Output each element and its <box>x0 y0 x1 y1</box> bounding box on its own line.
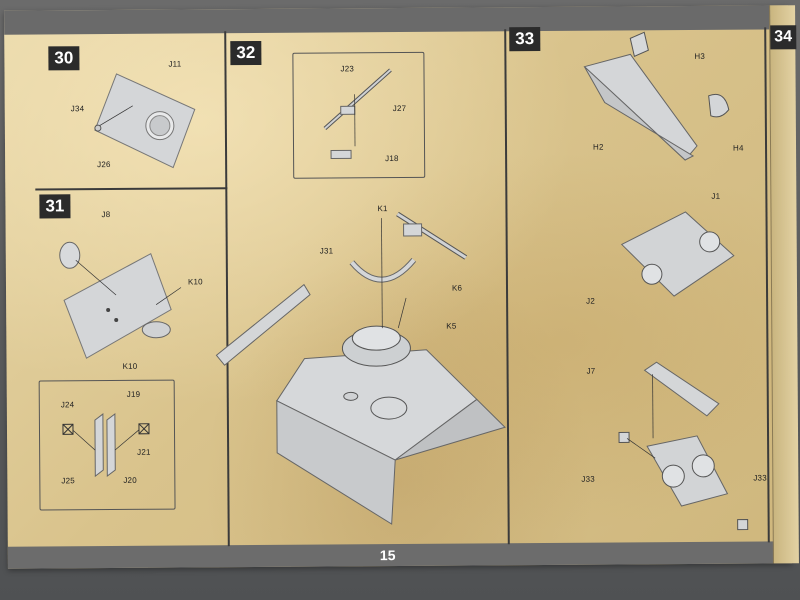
step-32-turret-drawing <box>215 211 506 525</box>
page-number: 15 <box>379 547 396 564</box>
label-j1: J1 <box>711 191 721 201</box>
step-32-inset-drawing <box>323 68 392 159</box>
instruction-sheet: 30 31 32 33 34 J11 J34 J26 J8 K10 K10 <box>4 5 799 569</box>
label-j33-left: J33 <box>581 474 595 484</box>
label-h3: H3 <box>694 51 706 61</box>
label-j2: J2 <box>586 296 595 306</box>
label-h2: H2 <box>592 142 604 152</box>
step-30-drawing <box>94 73 196 169</box>
step-31-inset-drawing <box>62 412 150 478</box>
label-j7: J7 <box>586 366 596 376</box>
step-33-drawing <box>583 31 749 531</box>
step-31-drawing <box>59 241 182 359</box>
label-j33-right: J33 <box>753 473 767 483</box>
label-h4: H4 <box>733 143 744 153</box>
